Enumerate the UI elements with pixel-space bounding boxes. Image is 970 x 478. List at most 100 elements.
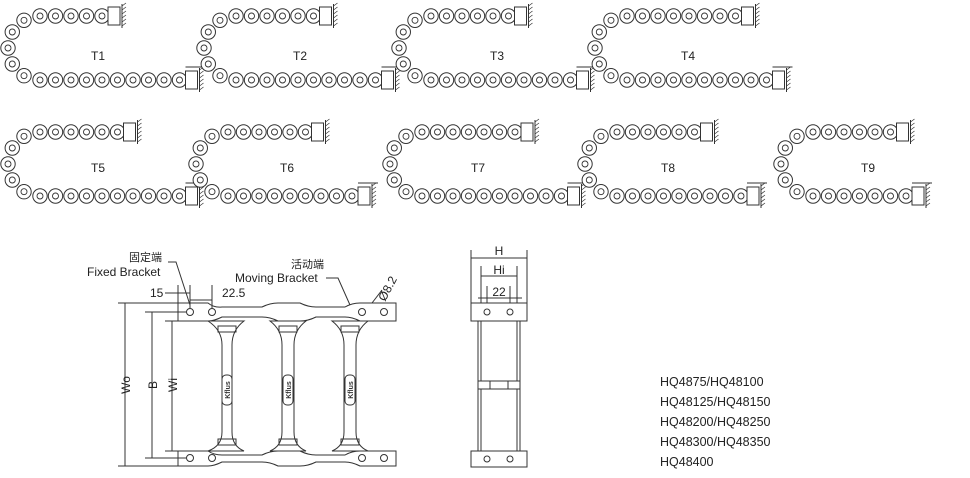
chain-link (140, 188, 157, 204)
hatch (755, 14, 760, 19)
hatch (199, 86, 204, 91)
hatch (581, 190, 586, 195)
link-pin (527, 192, 534, 200)
hatch (755, 6, 760, 11)
chain-link (581, 172, 597, 188)
link-pin (427, 76, 435, 84)
chain-label: T1 (91, 49, 105, 63)
hatch (534, 118, 540, 123)
moving-bracket-cn: 活动端 (291, 258, 324, 271)
link-pin (248, 12, 255, 20)
hatch (199, 82, 204, 87)
mount-hole (506, 455, 514, 463)
chain-link (805, 188, 821, 204)
link-pin (607, 72, 615, 80)
link-pin (204, 60, 212, 68)
fixed-bracket (700, 122, 713, 142)
link-pin (411, 72, 419, 80)
chain-link (78, 8, 95, 24)
link-pin (176, 192, 183, 200)
chain-link (696, 8, 713, 24)
link-pin (496, 128, 503, 136)
crossbar (268, 320, 308, 452)
chain-link (500, 8, 517, 24)
hatch (325, 118, 330, 123)
chain-diagram: T8 (577, 118, 767, 208)
link-pin (302, 192, 309, 200)
link-pin (660, 192, 667, 200)
hatch (121, 18, 127, 23)
crossbar-slot (217, 438, 237, 446)
hatch (581, 198, 586, 203)
hatch (199, 194, 204, 199)
chain-link (619, 72, 635, 88)
chain-link (591, 24, 607, 40)
link-pin (386, 160, 394, 168)
link-pin (279, 12, 286, 20)
hatch (199, 78, 204, 83)
chain-link (192, 172, 208, 188)
link-pin (208, 132, 216, 140)
mount-hole (506, 308, 514, 316)
chain-link (16, 12, 32, 28)
hatch (760, 202, 766, 207)
link-pin (675, 192, 683, 200)
chain-link (266, 188, 283, 204)
hatch (395, 78, 400, 83)
hatch (590, 74, 595, 79)
link-pin (691, 128, 698, 136)
hatch (786, 78, 791, 83)
link-pin (263, 12, 271, 20)
link-pin (474, 76, 481, 84)
chain-link (282, 124, 298, 140)
link-pin (36, 12, 44, 20)
chain-link (321, 72, 337, 88)
link-pin (208, 188, 216, 196)
chain-link (78, 72, 95, 88)
hatch (786, 66, 791, 71)
link-pin (443, 12, 450, 20)
link-pin (325, 76, 333, 84)
chain-link (282, 188, 298, 204)
top-rail (177, 302, 397, 322)
hatch (910, 118, 915, 123)
chain-link (500, 72, 517, 88)
crossbar (206, 320, 246, 452)
chain-link (882, 188, 899, 204)
hatch (786, 82, 791, 87)
chain-link (228, 8, 244, 24)
link-pin (52, 76, 59, 84)
chain-link (603, 12, 619, 28)
hatch (528, 18, 533, 23)
fixed-bracket-cn: 固定端 (129, 250, 162, 264)
chain-diagram: T3 (391, 2, 597, 92)
chain-link (476, 188, 492, 204)
crossbar-slot (340, 325, 360, 333)
link-pin (474, 12, 481, 20)
chain-link (220, 124, 236, 140)
chain-link (94, 8, 110, 24)
chain-link (290, 8, 306, 24)
link-pin (83, 192, 90, 200)
mount-hole (186, 454, 194, 462)
link-pin (83, 76, 90, 84)
link-pin (216, 72, 224, 80)
hatch (755, 10, 760, 15)
link-pin (402, 132, 410, 140)
crossbar-slot (217, 325, 237, 333)
link-pin (505, 76, 512, 84)
link-pin (520, 76, 528, 84)
link-pin (427, 12, 435, 20)
link-pin (67, 12, 75, 20)
chain-link (538, 188, 554, 204)
fixed-bracket-label: Fixed Bracket (87, 265, 161, 279)
link-pin (856, 192, 863, 200)
hatch (121, 2, 127, 7)
hatch (199, 198, 204, 203)
chain-link (259, 72, 275, 88)
hatch (925, 182, 931, 187)
hatch (714, 138, 719, 143)
hatch (333, 22, 338, 27)
link-pin (372, 76, 379, 84)
chain-link (460, 124, 477, 140)
